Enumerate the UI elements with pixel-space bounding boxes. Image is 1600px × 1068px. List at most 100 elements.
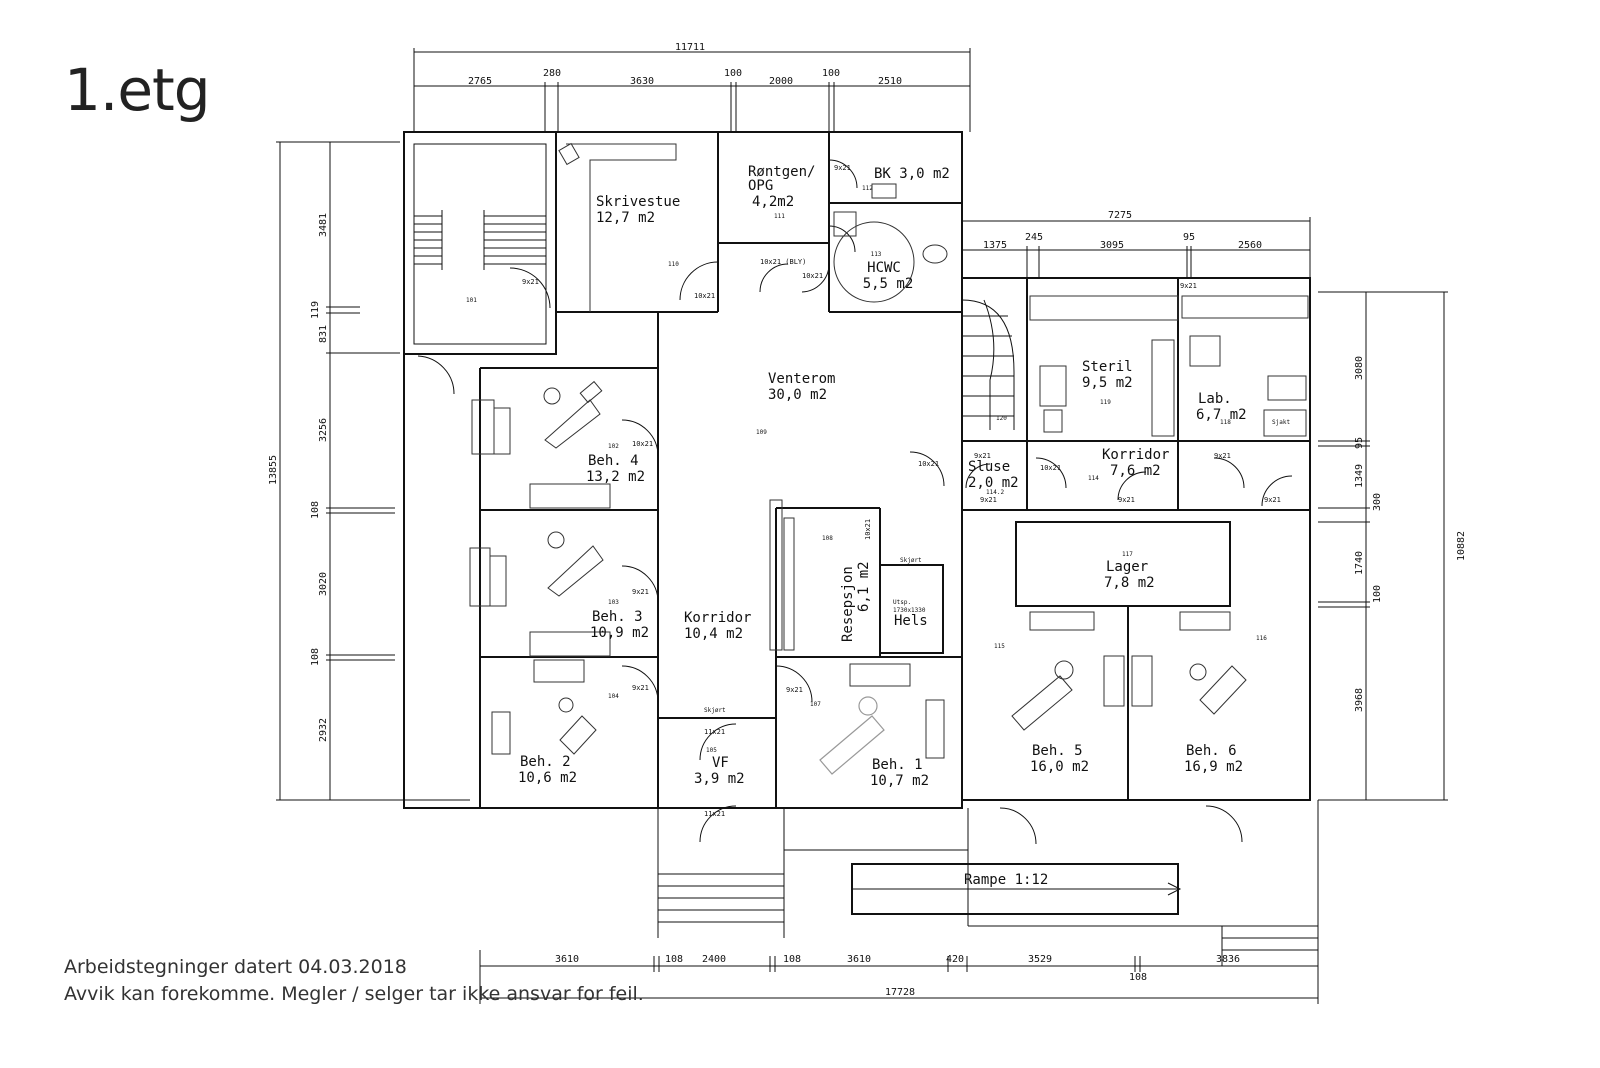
dim-right-top-2: 3095 (1100, 240, 1124, 251)
dental-chair-beh6 (1189, 663, 1247, 715)
room-beh3-num: 103 (608, 599, 619, 606)
dim-right-2: 1349 (1354, 464, 1365, 488)
dim-left-6: 108 (310, 648, 321, 666)
room-korridor2-name: Korridor (1102, 447, 1169, 463)
room-beh2-area: 10,6 m2 (518, 770, 577, 786)
dental-chair-beh2 (558, 697, 597, 755)
dental-chair-beh4 (543, 380, 603, 449)
dim-bottom-total: 17728 (885, 987, 915, 998)
room-lager-area: 7,8 m2 (1104, 575, 1155, 591)
room-venterom-name: Venterom (768, 371, 835, 387)
dim-bottom-0: 3610 (555, 954, 579, 965)
door-label-18: 9x21 (1214, 452, 1231, 460)
room-rontgen-num: 111 (774, 213, 785, 220)
door-label-19: 9x21 (1264, 496, 1281, 504)
dim-top-total: 11711 (675, 42, 705, 53)
dim-top-3: 100 (724, 68, 742, 79)
room-beh5-name: Beh. 5 (1032, 743, 1083, 759)
dim-right-6: 3968 (1354, 688, 1365, 712)
dim-left-3: 3256 (318, 418, 329, 442)
dim-right-top-4: 2560 (1238, 240, 1262, 251)
dim-bottom-1: 108 (665, 954, 683, 965)
room-lab-num: 118 (1220, 419, 1231, 426)
door-label-9: 11x21 (704, 728, 725, 736)
room-skrivestue-name: Skrivestue (596, 194, 680, 210)
room-resepsjon-area: 6,1 m2 (856, 561, 872, 612)
room-lager-name: Lager (1106, 559, 1148, 575)
room-lager-num: 117 (1122, 551, 1133, 558)
room-hels-utsp: Utsp. (893, 599, 911, 606)
label-skjort-1: Skjørt (900, 557, 922, 564)
dim-left-0: 3481 (318, 213, 329, 237)
dim-bottom-2: 2400 (702, 954, 726, 965)
room-beh5-num: 115 (994, 643, 1005, 650)
door-label-3: 9x21 (834, 164, 851, 172)
door-label-11: 9x21 (786, 686, 803, 694)
dim-top-6: 2510 (878, 76, 902, 87)
door-label-5: 10x21 (802, 272, 823, 280)
dim-right-top-1: 245 (1025, 232, 1043, 243)
dim-bottom-8: 3836 (1216, 954, 1240, 965)
dim-right-1: 95 (1354, 437, 1365, 449)
label-rampe: Rampe 1:12 (964, 872, 1048, 888)
dim-right-top-0: 1375 (983, 240, 1007, 251)
dim-bottom-7: 108 (1129, 972, 1147, 983)
dim-left-7: 2932 (318, 718, 329, 742)
room-beh4-name: Beh. 4 (588, 453, 639, 469)
door-label-20: 9x21 (1180, 282, 1197, 290)
door-label-17: 9x21 (1118, 496, 1135, 504)
room-rontgen-name2: OPG (748, 178, 773, 194)
label-sjakt: Sjakt (1272, 419, 1290, 426)
ramp (851, 863, 1182, 915)
room-lab-area: 6,7 m2 (1196, 407, 1247, 423)
dim-right-5: 100 (1372, 585, 1383, 603)
dim-bottom-5: 420 (946, 954, 964, 965)
room-venterom-num: 109 (756, 429, 767, 436)
door-labels: 9x21 10x21 9x21 10x21 (BLY) 10x21 10x21 … (522, 164, 1281, 818)
dim-left-4: 108 (310, 501, 321, 519)
door-label-14: 9x21 (974, 452, 991, 460)
room-stair-num: 101 (466, 297, 477, 304)
dental-chair-beh1 (819, 696, 885, 775)
room-beh4-num: 102 (608, 443, 619, 450)
walls (403, 131, 1319, 966)
room-bk-num: 112 (862, 185, 873, 192)
door-label-12: 10x21 (864, 519, 872, 540)
room-beh1-area: 10,7 m2 (870, 773, 929, 789)
dim-top-2: 3630 (630, 76, 654, 87)
floor-title: 1.etg (64, 56, 211, 124)
door-label-15: 10x21 (1040, 464, 1061, 472)
dim-right-4: 1740 (1354, 551, 1365, 575)
room-beh3-name: Beh. 3 (592, 609, 643, 625)
room-korridor1-area: 10,4 m2 (684, 626, 743, 642)
door-label-4: 10x21 (BLY) (760, 258, 806, 266)
dim-top-4: 2000 (769, 76, 793, 87)
room-korridor2-area: 7,6 m2 (1110, 463, 1161, 479)
room-beh6-name: Beh. 6 (1186, 743, 1237, 759)
dimension-labels: 11711 2765 280 3630 100 2000 100 2510 72… (268, 42, 1467, 998)
room-skrivestue-area: 12,7 m2 (596, 210, 655, 226)
room-beh6-area: 16,9 m2 (1184, 759, 1243, 775)
door-label-16: 9x21 (980, 496, 997, 504)
footer-note: Arbeidstegninger datert 04.03.2018 Avvik… (64, 954, 644, 1008)
room-stair2-num: 120 (996, 415, 1007, 422)
dim-right-3: 300 (1372, 493, 1383, 511)
room-beh3-area: 10,9 m2 (590, 625, 649, 641)
dim-top-0: 2765 (468, 76, 492, 87)
room-rontgen-area: 4,2m2 (752, 194, 794, 210)
room-sluse-area: 2,0 m2 (968, 475, 1019, 491)
door-label-10: 11x21 (704, 810, 725, 818)
dental-chair-beh3 (547, 531, 604, 597)
room-korridor1-name: Korridor (684, 610, 751, 626)
room-hels-name: Hels (894, 613, 928, 629)
door-label-6: 10x21 (632, 440, 653, 448)
room-korridor2-num: 114 (1088, 475, 1099, 482)
room-venterom-area: 30,0 m2 (768, 387, 827, 403)
room-labels: Skrivestue 12,7 m2 110 101 Røntgen/ OPG … (466, 164, 1290, 888)
room-resepsjon-num: 108 (822, 535, 833, 542)
room-beh2-num: 104 (608, 693, 619, 700)
furniture (469, 142, 1309, 775)
door-swings (417, 159, 1293, 845)
footer-line-1: Arbeidstegninger datert 04.03.2018 (64, 956, 407, 978)
